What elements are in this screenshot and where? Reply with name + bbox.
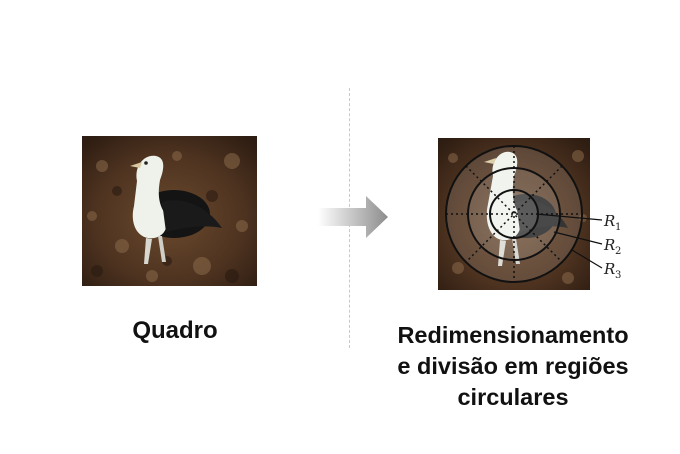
resized-frame-image [438,138,590,290]
region-label-r2: R 2 [603,236,621,257]
svg-text:R: R [603,236,615,254]
region-pointers [535,213,603,269]
caption-resize-division: Redimensionamento e divisão em regiões c… [358,320,668,413]
original-frame-image [82,136,257,286]
caption-line: e divisão em regiões [397,353,629,379]
region-label-r3: R 3 [603,260,621,281]
svg-text:2: 2 [615,246,621,257]
region-label-r1: R 1 [603,212,621,233]
bird-figure [484,151,568,266]
caption-line: Redimensionamento [397,322,629,348]
svg-text:R: R [603,212,615,230]
right-arrow-icon [318,196,388,238]
svg-text:1: 1 [615,222,621,233]
svg-text:R: R [603,260,615,278]
svg-text:3: 3 [615,270,621,281]
caption-line: circulares [457,384,569,410]
circular-regions-overlay: R 1 R 2 R 3 [445,145,621,283]
bird-figure [130,155,222,264]
caption-frame: Quadro [132,317,218,344]
